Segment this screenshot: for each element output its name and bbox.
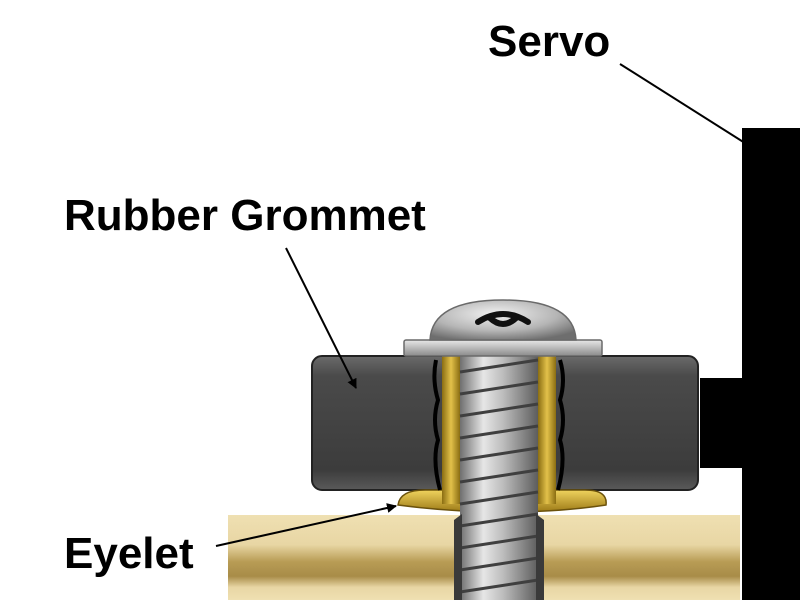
- eyelet-label: Eyelet: [64, 529, 194, 578]
- phillips-recess: [475, 311, 531, 327]
- grommet-leader-arrow: [285, 247, 357, 389]
- screw-washer: [403, 339, 603, 357]
- servo-label: Servo: [488, 17, 611, 66]
- eyelet-tube-right: [538, 356, 556, 504]
- eyelet-tube-left: [442, 356, 460, 504]
- screw-thread-edges: [454, 514, 544, 600]
- servo-body: [742, 128, 800, 600]
- servo-leader-arrow: [619, 63, 757, 151]
- eyelet-leader-arrow: [215, 503, 397, 547]
- rubber-grommet-label: Rubber Grommet: [64, 191, 426, 240]
- servo-mounting-tab: [700, 378, 744, 468]
- phillips-pan-head-screw-icon: [429, 299, 577, 341]
- screw-threads: [459, 358, 539, 594]
